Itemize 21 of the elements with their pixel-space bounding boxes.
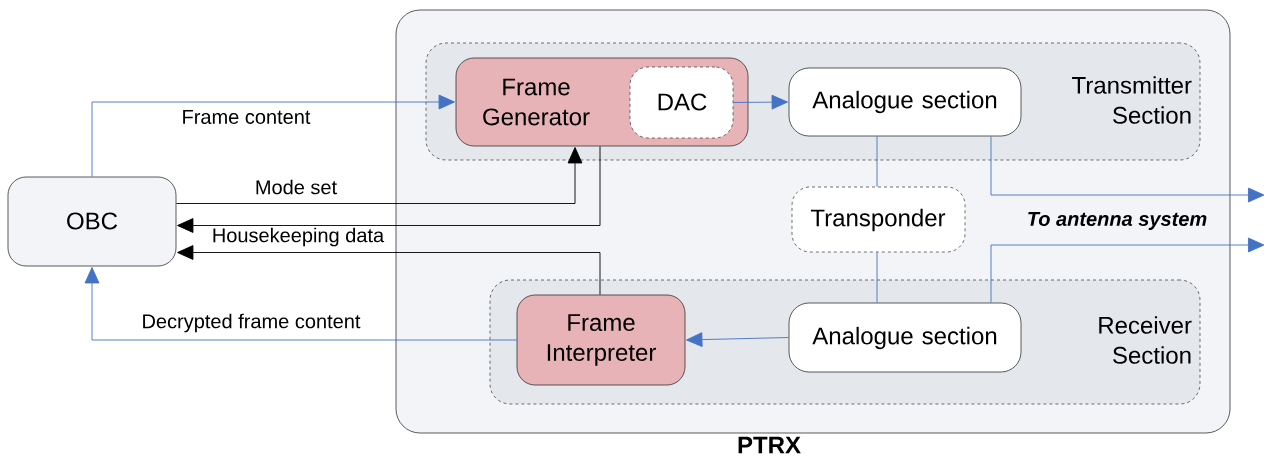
edge-label: Frame content [183, 110, 311, 124]
process-box: Transponder [791, 186, 966, 253]
note-label: To antenna system [1028, 212, 1207, 230]
process-box: Analogue section [788, 302, 1022, 373]
process-box: DAC [629, 66, 734, 139]
edge-label: Housekeeping data [213, 227, 385, 247]
arrow [990, 237, 1265, 304]
arrow [732, 94, 788, 110]
edge-label: Decrypted frame content [143, 313, 361, 333]
edge-label: Mode set [256, 179, 337, 195]
arrow [175, 147, 583, 204]
process-box: Analogue section [788, 67, 1022, 137]
process-box: Frame Interpreter [516, 294, 686, 386]
node-label: PTRX [738, 436, 801, 454]
process-box: OBC [7, 176, 177, 267]
arrow [91, 94, 455, 178]
arrow [990, 135, 1265, 203]
arrow [84, 267, 518, 341]
arrow [177, 245, 601, 296]
arrow [686, 332, 790, 347]
arrow [177, 145, 601, 233]
